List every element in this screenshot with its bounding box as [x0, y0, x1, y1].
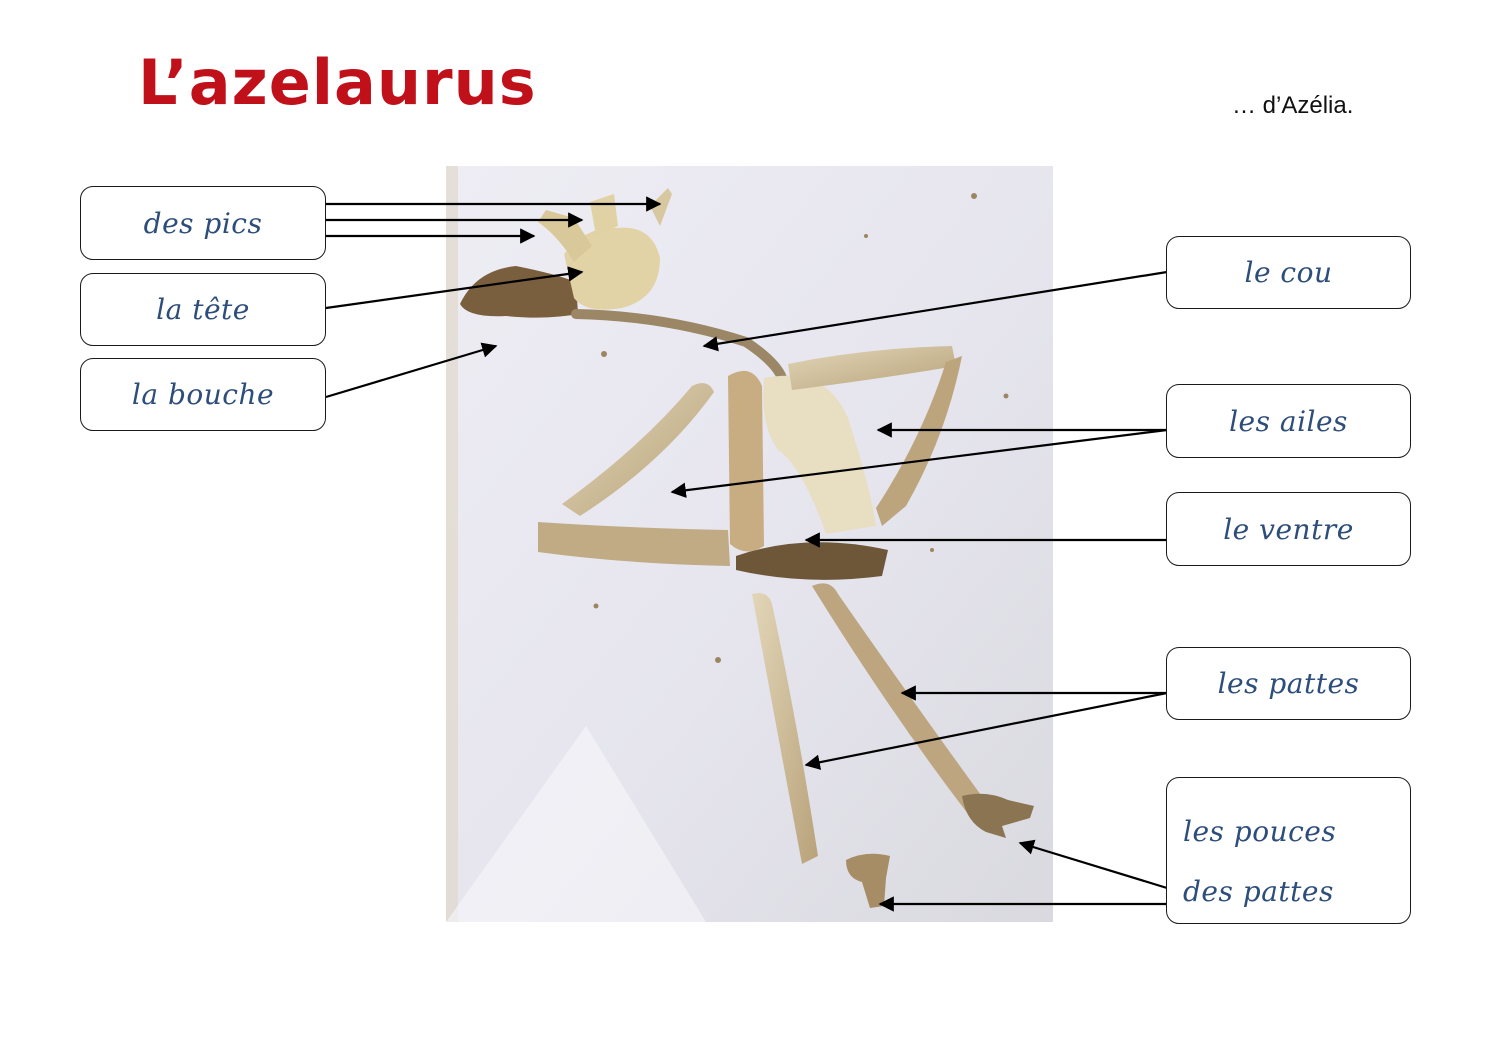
- arrow-pattes-2: [804, 691, 1168, 770]
- leg-bone-right: [812, 583, 986, 814]
- skeleton-photo: [446, 166, 1053, 922]
- label-le-ventre: le ventre: [1166, 492, 1411, 566]
- author-signature: … d’Azélia.: [1232, 92, 1354, 119]
- label-les-pouces-des-pattes: les pouces des pattes: [1166, 777, 1411, 924]
- label-la-tete: la tête: [80, 273, 326, 346]
- pelvis-bone: [763, 375, 876, 534]
- wing-bone-left: [562, 383, 714, 516]
- leg-bone-left: [752, 593, 818, 864]
- label-les-ailes: les ailes: [1166, 384, 1411, 458]
- arrow-cou: [702, 270, 1168, 352]
- label-des-pics: des pics: [80, 186, 326, 260]
- arrow-bouche: [325, 342, 498, 399]
- neck-bone: [571, 309, 787, 383]
- page-title: L’azelaurus: [138, 46, 537, 119]
- head-bone: [460, 266, 578, 318]
- label-les-pattes: les pattes: [1166, 647, 1411, 720]
- label-le-cou: le cou: [1166, 236, 1411, 309]
- arrow-tete: [325, 266, 584, 310]
- label-la-bouche: la bouche: [80, 358, 326, 431]
- belly-bone: [736, 542, 888, 580]
- arrow-ailes-2: [670, 428, 1168, 498]
- arrow-pouces-1: [1018, 839, 1168, 890]
- wing-bone-right: [788, 346, 956, 390]
